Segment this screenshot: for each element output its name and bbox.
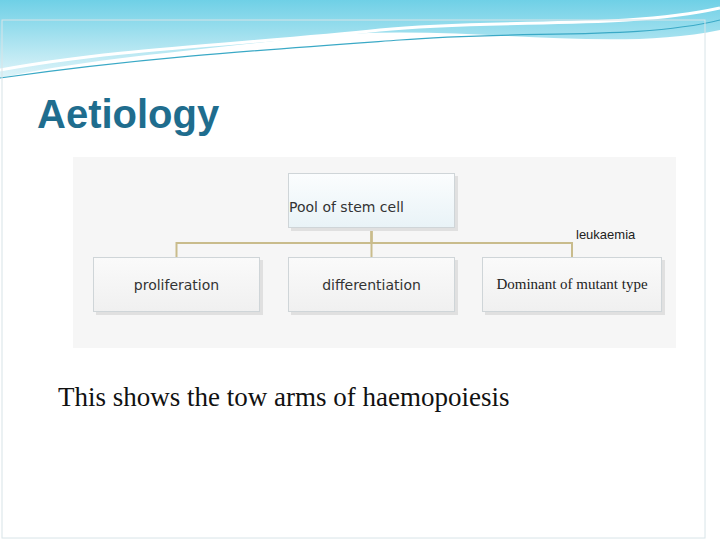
process-box: Dominant of mutant type — [482, 257, 662, 312]
slide-frame — [2, 20, 705, 538]
edge-label: leukaemia — [575, 227, 636, 242]
box-label: Dominant of mutant type — [496, 276, 647, 293]
slide-caption: This shows the tow arms of haemopoiesis — [58, 382, 509, 413]
wave-line — [0, 20, 720, 78]
connector-line — [177, 228, 372, 257]
box-label: Pool of stem cell — [289, 199, 404, 215]
box-label: proliferation — [134, 277, 219, 293]
top-wave — [0, 0, 720, 78]
box-label: differentiation — [322, 277, 421, 293]
process-box: proliferation — [93, 257, 260, 312]
connector-line — [372, 228, 573, 257]
root-box: Pool of stem cell — [288, 173, 455, 228]
wave-line — [0, 8, 720, 70]
slide-title: Aetiology — [37, 92, 219, 137]
process-box: differentiation — [288, 257, 455, 312]
